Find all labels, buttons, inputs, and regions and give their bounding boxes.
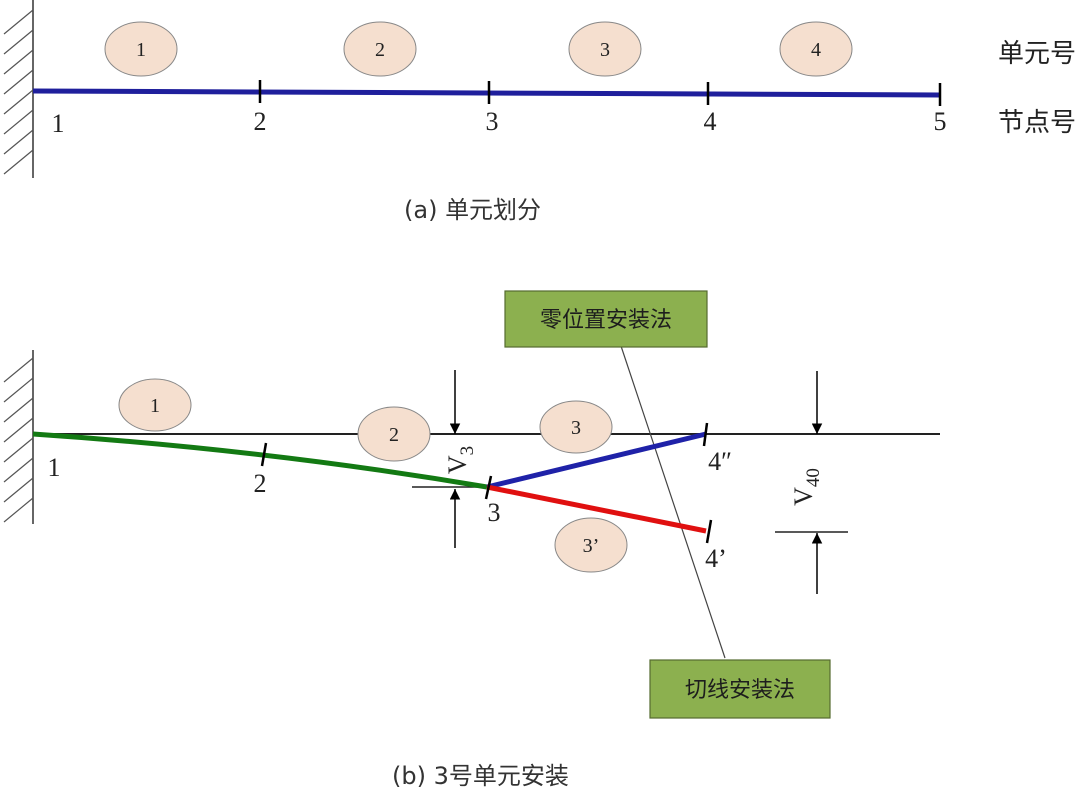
element-label-1: 1 — [150, 395, 160, 417]
node-number-legend: 节点号 — [998, 108, 1076, 138]
element-bubble: 2 — [357, 406, 431, 462]
svg-text:V40: V40 — [789, 468, 824, 506]
node-number-5: 5 — [934, 107, 947, 136]
callout-zero-position: 零位置安装法 — [504, 290, 708, 348]
element-bubble: 1 — [118, 378, 192, 432]
caption-b: (b) 3号单元安装 — [392, 762, 569, 790]
node-number-3: 3 — [486, 107, 499, 136]
callout-tangent: 切线安装法 — [649, 659, 831, 719]
element-bubble: 1 — [104, 21, 178, 77]
element-number-2: 2 — [375, 39, 385, 61]
element-number-1: 1 — [136, 39, 146, 61]
element-bubble: 3 — [539, 400, 613, 454]
svg-text:V3: V3 — [443, 446, 478, 474]
element-bubble: 2 — [343, 21, 417, 77]
part-a: 1 2 3 4 1 2 3 4 5 单元号 节点号 (a) 单元划分 — [3, 0, 1076, 224]
callout-tangent-text: 切线安装法 — [685, 678, 795, 703]
callout-zero-position-text: 零位置安装法 — [540, 308, 672, 333]
node-tick-4-prime — [705, 519, 713, 544]
element-bubble: 3 — [568, 21, 642, 77]
v3-label: V3 — [443, 446, 478, 474]
node-label-3: 3 — [488, 498, 501, 527]
v40-label-letter: V — [789, 487, 818, 506]
element-number-4: 4 — [811, 39, 821, 61]
part-b: 1 2 3 3’ 1 2 3 4″ 4’ V3 — [3, 290, 940, 790]
v40-label-subscript: 40 — [803, 468, 824, 487]
callout-leader-line — [620, 345, 726, 659]
caption-a: (a) 单元划分 — [404, 196, 541, 224]
zero-position-segment — [486, 431, 707, 490]
element-bubble: 3’ — [554, 517, 628, 573]
element-label-3: 3 — [571, 417, 581, 439]
fixed-support-b — [3, 350, 34, 524]
node-tick-4-double-prime — [702, 422, 709, 447]
node-label-4-double-prime: 4″ — [708, 447, 732, 476]
v3-label-subscript: 3 — [457, 446, 478, 456]
tangent-segment — [486, 484, 707, 534]
beam-a — [32, 88, 941, 98]
element-number-legend: 单元号 — [998, 39, 1076, 69]
element-label-2: 2 — [389, 424, 399, 446]
element-bubble: 4 — [779, 21, 853, 77]
node-tick-2 — [260, 442, 268, 467]
node-number-4: 4 — [704, 107, 717, 136]
node-number-1: 1 — [52, 109, 65, 138]
node-number-2: 2 — [254, 107, 267, 136]
element-label-3-prime: 3’ — [583, 535, 600, 557]
element-number-3: 3 — [600, 39, 610, 61]
fixed-support-a — [3, 0, 34, 178]
v40-label: V40 — [789, 468, 824, 506]
node-label-1: 1 — [48, 453, 61, 482]
node-label-2: 2 — [254, 469, 267, 498]
node-tick-3 — [484, 475, 493, 500]
v3-label-letter: V — [443, 455, 472, 474]
node-label-4-prime: 4’ — [705, 544, 727, 573]
